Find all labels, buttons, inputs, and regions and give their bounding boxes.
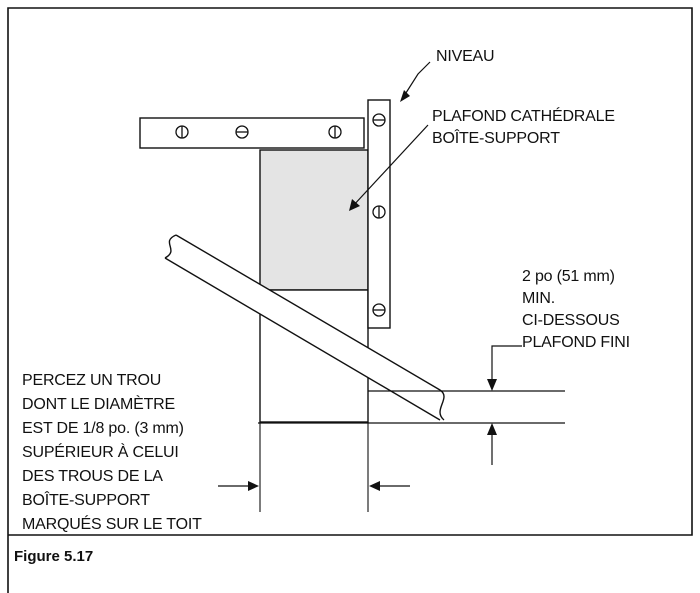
dimension-min: MIN. bbox=[522, 290, 555, 307]
vertical-level bbox=[367, 99, 391, 329]
support-box bbox=[259, 149, 369, 291]
box-leader-arrow bbox=[349, 124, 429, 211]
drill-note-line: DES TROUS DE LA bbox=[22, 468, 163, 485]
label-support-box: BOÎTE-SUPPORT bbox=[432, 130, 560, 147]
figure-frame bbox=[7, 7, 693, 593]
dimension-arrow-up bbox=[487, 423, 497, 465]
level-screw-icon bbox=[235, 125, 249, 139]
figure-caption: Figure 5.17 bbox=[14, 548, 94, 565]
horizontal-level bbox=[139, 117, 365, 149]
drill-note-line: SUPÉRIEUR À CELUI bbox=[22, 444, 179, 461]
label-niveau: NIVEAU bbox=[436, 48, 495, 65]
drill-note-line: BOÎTE-SUPPORT bbox=[22, 492, 150, 509]
clearance-arrow-right bbox=[369, 481, 410, 491]
dimension-finished-ceiling: PLAFOND FINI bbox=[522, 334, 630, 351]
level-screw-icon bbox=[175, 125, 189, 139]
drill-note-line: DONT LE DIAMÈTRE bbox=[22, 396, 175, 413]
dimension-value: 2 po (51 mm) bbox=[522, 268, 615, 285]
level-screw-icon bbox=[372, 205, 386, 219]
level-screw-icon bbox=[372, 303, 386, 317]
drill-note-line: EST DE 1/8 po. (3 mm) bbox=[22, 420, 184, 437]
label-cathedral-ceiling: PLAFOND CATHÉDRALE bbox=[432, 108, 615, 125]
level-screw-icon bbox=[372, 113, 386, 127]
dimension-arrow-down bbox=[487, 345, 522, 391]
drill-note-line: PERCEZ UN TROU bbox=[22, 372, 162, 389]
drill-note-line: MARQUÉS SUR LE TOIT bbox=[22, 516, 202, 533]
niveau-leader-arrow bbox=[400, 61, 431, 102]
dimension-below: CI-DESSOUS bbox=[522, 312, 620, 329]
level-screw-icon bbox=[328, 125, 342, 139]
clearance-arrow-left bbox=[218, 481, 259, 491]
rafter bbox=[164, 234, 445, 421]
